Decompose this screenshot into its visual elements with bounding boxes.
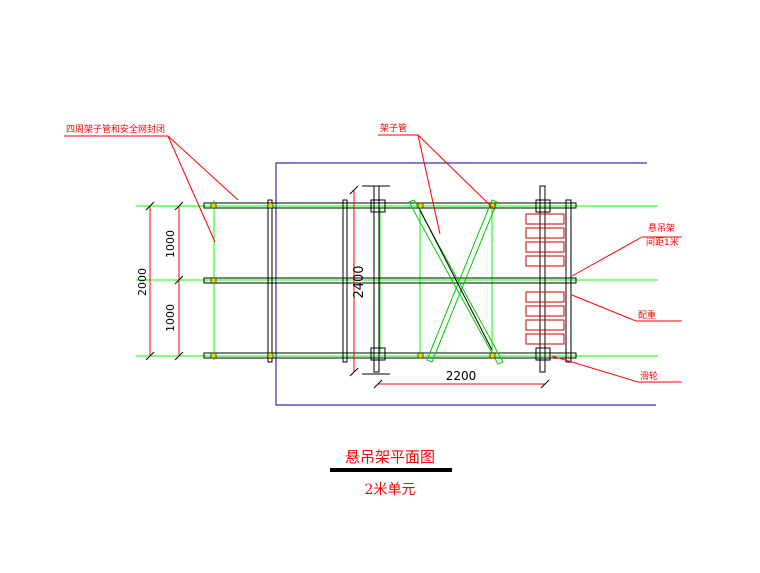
annotation-perimeter-pipe: 四周架子管和安全网封闭 [66, 123, 165, 135]
leader-lines [64, 134, 682, 383]
dim-platform-length: 2400 [352, 265, 367, 298]
building-frame-outline [275, 162, 656, 406]
title-underline [330, 468, 452, 472]
pipe-joints [210, 202, 496, 359]
dim-lower-span: 1000 [164, 304, 177, 332]
dimension-ticks [145, 185, 550, 389]
dim-unit-length: 2200 [446, 369, 477, 383]
pulley-blocks [370, 199, 551, 361]
annotation-counterweight: 配重 [638, 309, 656, 321]
annotation-hanger: 悬吊架 [648, 223, 675, 234]
annotation-hanger-spacing: 间距1米 [646, 236, 679, 248]
scaffold-pipe-diagonal [419, 209, 493, 351]
scaffold-pipes [203, 185, 577, 375]
cross-bracing [408, 199, 504, 365]
dim-upper-span: 1000 [164, 230, 177, 258]
drawing-title: 悬吊架平面图 [345, 448, 435, 466]
drawing-subtitle: 2米单元 [365, 482, 416, 498]
counterweight-blocks [525, 213, 565, 345]
annotation-scaffold-pipe: 架子管 [380, 122, 407, 134]
dimension-lines [149, 190, 545, 385]
dim-total-width: 2000 [136, 268, 149, 296]
annotation-pulley: 滑轮 [640, 370, 658, 382]
